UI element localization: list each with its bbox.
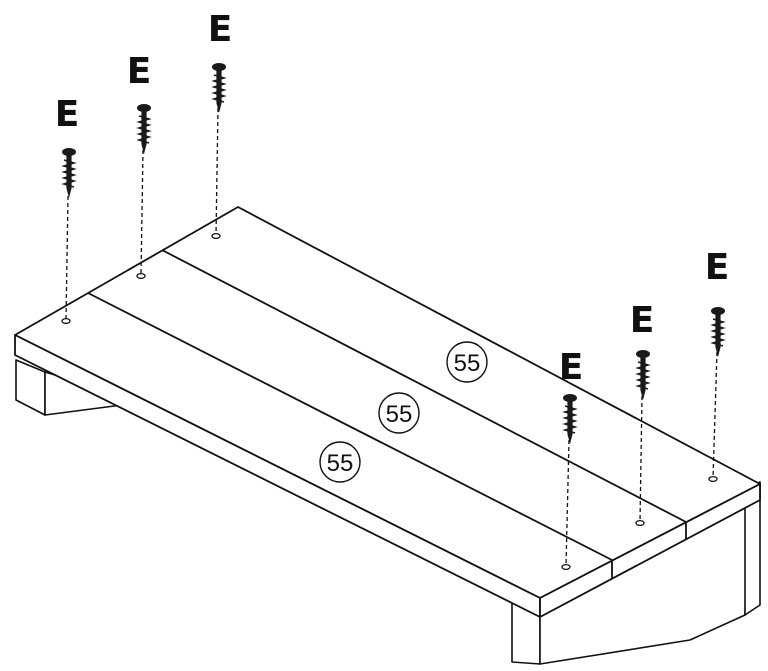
screw-label: E <box>630 300 655 341</box>
screw-label: E <box>705 247 730 288</box>
part-number-badge: 55 <box>446 341 488 383</box>
screw-icon <box>61 147 77 199</box>
part-number-label: 55 <box>386 401 413 428</box>
screw-label: E <box>208 9 233 50</box>
part-number-label: 55 <box>454 350 481 377</box>
screw-icon <box>211 62 227 114</box>
screw-icon <box>635 349 651 401</box>
part-number-badge: 55 <box>319 441 361 483</box>
part-number-label: 55 <box>327 450 354 477</box>
screw-holes <box>61 232 718 571</box>
board-seams <box>87 249 687 578</box>
screw-label: E <box>559 347 584 388</box>
screw-label: E <box>127 51 152 92</box>
screw-icon <box>710 306 726 358</box>
guide-lines <box>65 107 718 567</box>
screw-label: E <box>55 94 80 135</box>
screw-icon <box>136 103 152 155</box>
part-number-badge: 55 <box>378 392 420 434</box>
right-support-block <box>511 481 761 665</box>
